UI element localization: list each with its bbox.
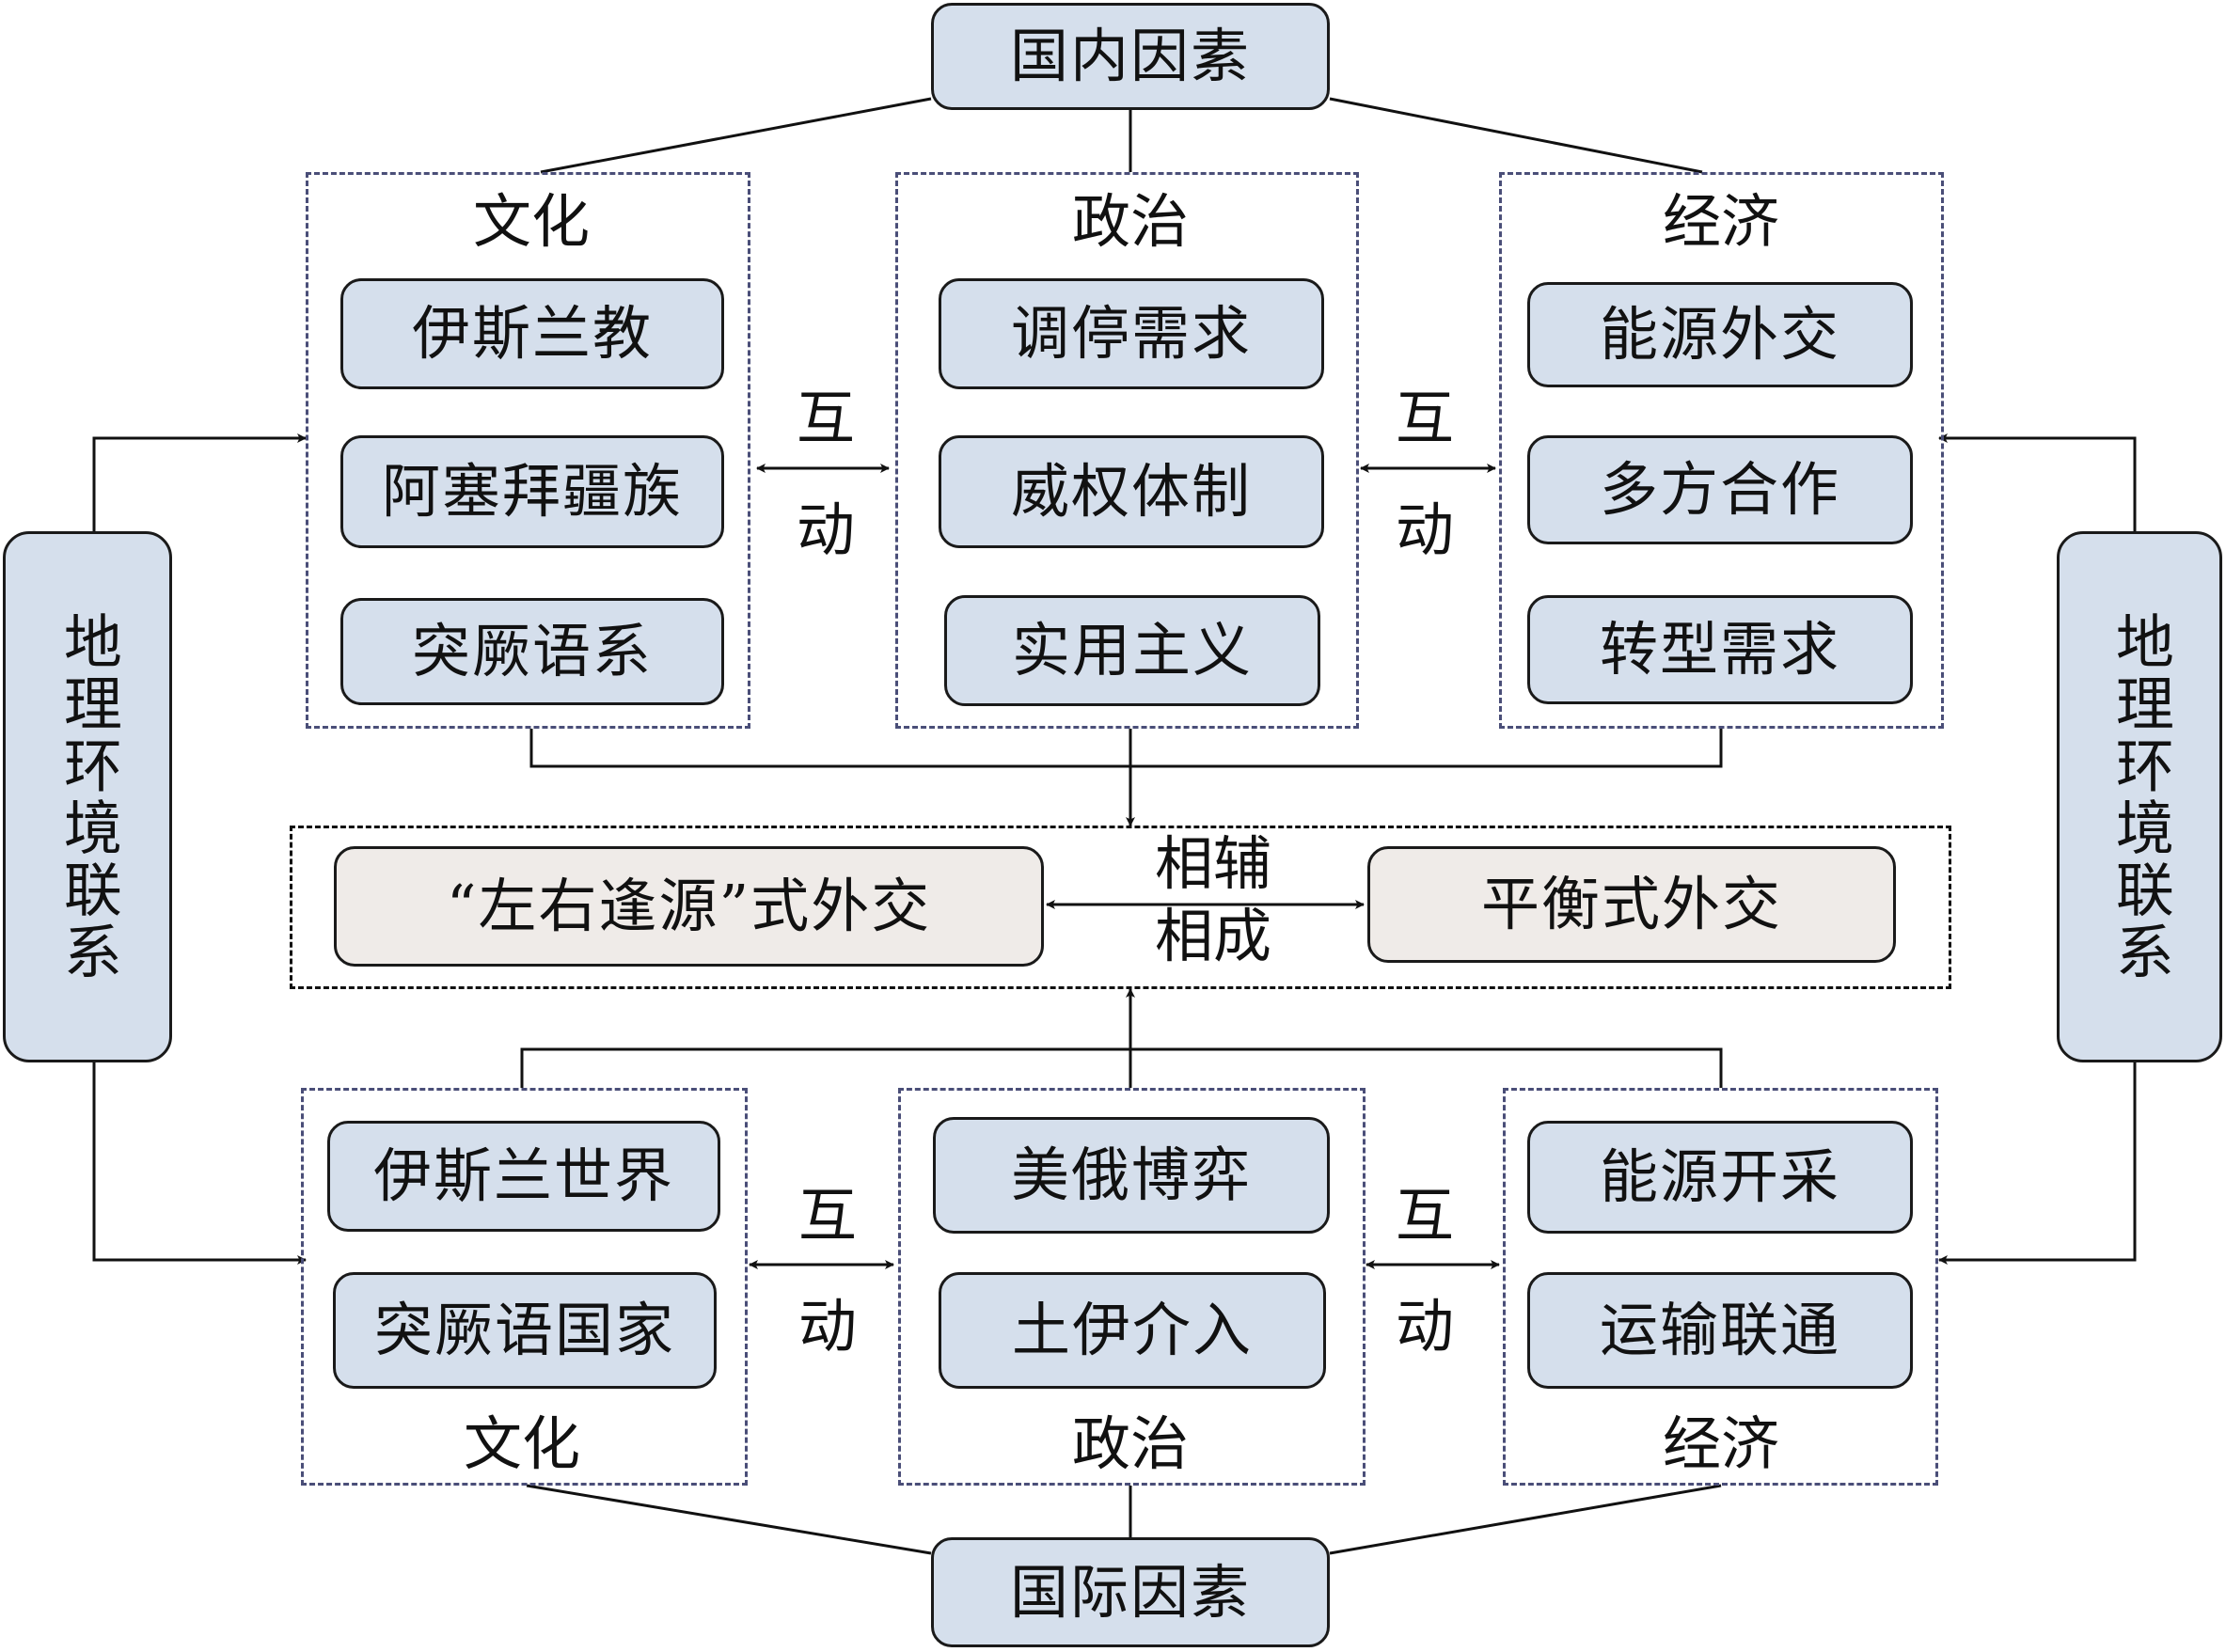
domestic-politics-item-1: 调停需求 [939, 278, 1324, 389]
international-factors-box: 国际因素 [931, 1537, 1330, 1647]
domestic-factors-title: 国内因素 [1009, 22, 1251, 90]
international-culture-item-2: 突厥语国家 [333, 1272, 717, 1389]
domestic-economy-group [1499, 172, 1944, 729]
geography-right-box: 地理环境联系 [2057, 531, 2222, 1062]
interaction-label-3-bottom: 动 [797, 1292, 858, 1361]
geography-left-box: 地理环境联系 [3, 531, 172, 1062]
center-right-box: 平衡式外交 [1367, 846, 1896, 963]
domestic-economy-item-3: 转型需求 [1527, 595, 1913, 704]
link-domestic-merge [529, 729, 1723, 768]
domestic-culture-item-1: 伊斯兰教 [340, 278, 724, 389]
link-domestic-culture [540, 97, 932, 174]
link-international-economy [1329, 1484, 1722, 1555]
international-politics-title: 政治 [1071, 1409, 1190, 1478]
international-economy-item-1: 能源开采 [1527, 1121, 1913, 1234]
international-factors-title: 国际因素 [1009, 1557, 1251, 1627]
center-left-box: “左右逢源”式外交 [334, 846, 1044, 967]
domestic-culture-item-3: 突厥语系 [340, 598, 724, 705]
international-economy-item-2: 运输联通 [1527, 1272, 1913, 1389]
interaction-label-1-bottom: 动 [796, 496, 856, 564]
domestic-politics-item-3: 实用主义 [944, 595, 1320, 706]
interaction-label-3-top: 互 [797, 1181, 858, 1250]
geo-left-arrow-bottom [92, 1062, 307, 1265]
domestic-politics-group [895, 172, 1359, 729]
geo-right-arrow-bottom [1938, 1062, 2137, 1265]
interaction-label-2-bottom: 动 [1395, 496, 1455, 564]
center-relation-line2: 相成 [1154, 902, 1272, 970]
international-economy-title: 经济 [1662, 1409, 1780, 1478]
domestic-culture-title: 文化 [472, 187, 591, 256]
interaction-label-4-bottom: 动 [1395, 1292, 1455, 1361]
domestic-factors-box: 国内因素 [931, 3, 1330, 110]
geo-left-arrow-top [92, 433, 307, 531]
domestic-economy-item-1: 能源外交 [1527, 282, 1913, 387]
interaction-label-4-top: 互 [1395, 1181, 1455, 1250]
geo-right-arrow-top [1938, 433, 2137, 531]
international-culture-item-1: 伊斯兰世界 [327, 1121, 720, 1232]
link-domestic-economy [1329, 97, 1703, 174]
center-relation-line1: 相辅 [1154, 829, 1272, 898]
international-culture-group [301, 1088, 748, 1486]
interaction-label-2-top: 互 [1395, 384, 1455, 452]
international-culture-title: 文化 [463, 1409, 581, 1478]
interaction-label-1-top: 互 [796, 384, 856, 452]
domestic-economy-title: 经济 [1662, 187, 1780, 256]
domestic-politics-item-2: 威权体制 [939, 435, 1324, 548]
international-economy-group [1503, 1088, 1938, 1486]
domestic-culture-item-2: 阿塞拜疆族 [340, 435, 724, 548]
international-politics-item-2: 土伊介入 [939, 1272, 1326, 1389]
center-frame [290, 826, 1951, 989]
international-politics-item-1: 美俄博弈 [933, 1117, 1330, 1234]
link-international-culture [526, 1484, 932, 1555]
domestic-culture-group [306, 172, 750, 729]
link-international-merge [520, 1047, 1723, 1088]
domestic-politics-title: 政治 [1071, 187, 1190, 256]
international-politics-group [898, 1088, 1366, 1486]
domestic-economy-item-2: 多方合作 [1527, 435, 1913, 544]
